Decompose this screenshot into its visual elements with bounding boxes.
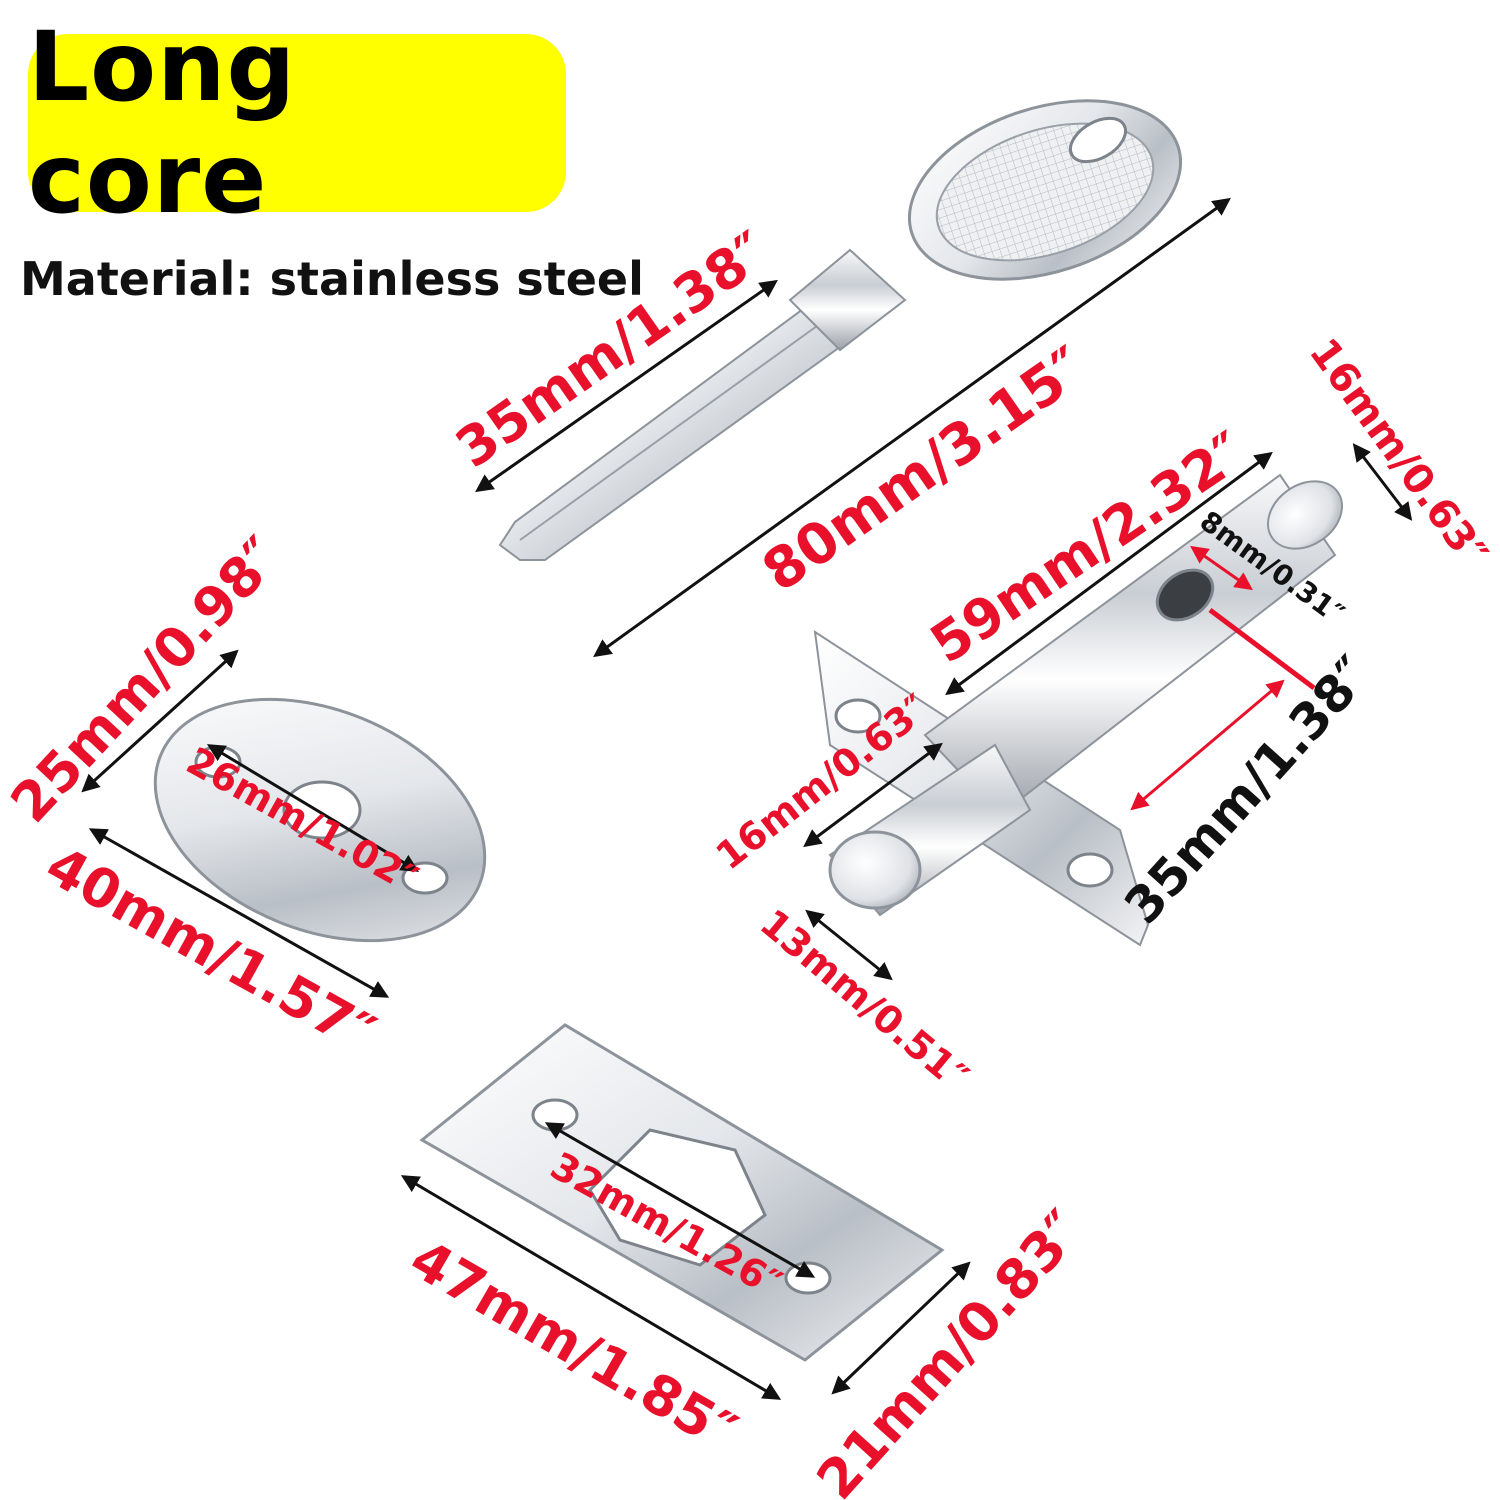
title-badge: Long core [28, 11, 566, 235]
dimension-lines [81, 197, 1413, 1400]
material-label: Material: stainless steel [20, 252, 644, 306]
title-text: Long core [28, 11, 297, 235]
